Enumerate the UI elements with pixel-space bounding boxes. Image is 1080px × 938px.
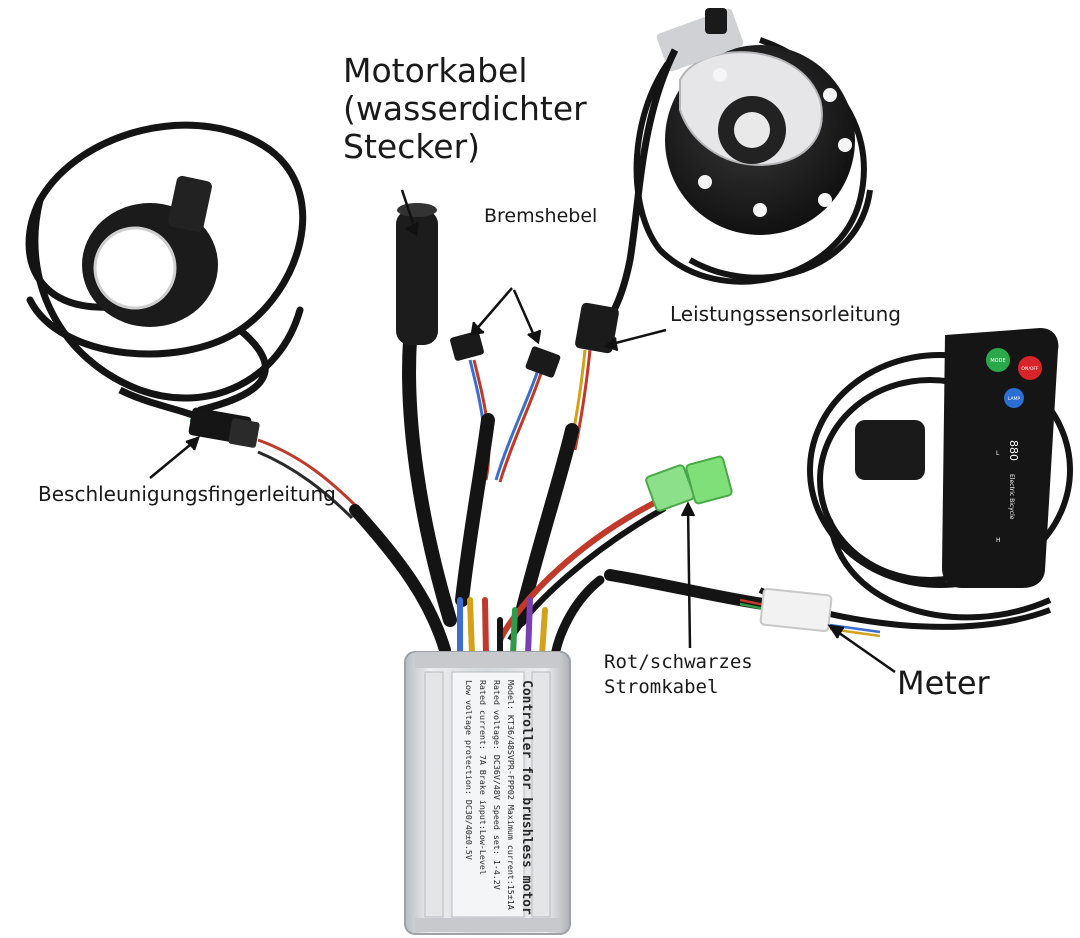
btn-mode-label: MODE	[990, 358, 1005, 364]
label-motor-cable: Motorkabel (wasserdichter Stecker)	[343, 52, 603, 166]
controller-title: Controller for brushless motor	[519, 680, 534, 915]
controller-line-model: Model: KT36/48SVPR-FPP02 Maximum current…	[506, 680, 516, 910]
brake-lever-connectors	[449, 331, 561, 600]
label-power-cable-line1: Rot/schwarzes	[604, 650, 804, 675]
label-meter: Meter	[897, 664, 990, 702]
controller-line-voltage: Rated voltage: DC36V/48V Speed set: 1-4.…	[492, 680, 502, 890]
controller-line-current: Rated current: 7A Brake input:Low-Level	[478, 680, 488, 875]
throttle-assembly	[29, 125, 360, 518]
model-number: 880	[1007, 440, 1020, 461]
label-motor-cable-line3: Stecker)	[343, 128, 603, 166]
btn-onoff-label: ON/OFF	[1021, 366, 1039, 372]
label-power-sensor: Leistungssensorleitung	[670, 302, 901, 326]
power-cable-arrow	[688, 506, 690, 648]
controller-line-protection: Low voltage protection: DC30/40±0.5V	[464, 680, 474, 860]
label-power-cable: Rot/schwarzes Stromkabel	[604, 650, 804, 700]
level-high: H	[996, 537, 1001, 544]
throttle-arrow	[150, 440, 196, 478]
label-throttle: Beschleunigungsfingerleitung	[38, 482, 336, 506]
label-power-cable-line2: Stromkabel	[604, 675, 804, 700]
motor-cable-connector	[396, 203, 450, 620]
label-brake-lever: Bremshebel	[484, 205, 597, 227]
brand-label: Electric Bicycle	[1008, 474, 1015, 520]
label-motor-cable-line1: Motorkabel	[343, 52, 603, 90]
controller-box: Controller for brushless motor Model: KT…	[405, 652, 570, 934]
btn-lamp-label: LAMP	[1008, 396, 1021, 402]
label-motor-cable-line2: (wasserdichter	[343, 90, 603, 128]
brake-arrow-left	[474, 288, 512, 332]
